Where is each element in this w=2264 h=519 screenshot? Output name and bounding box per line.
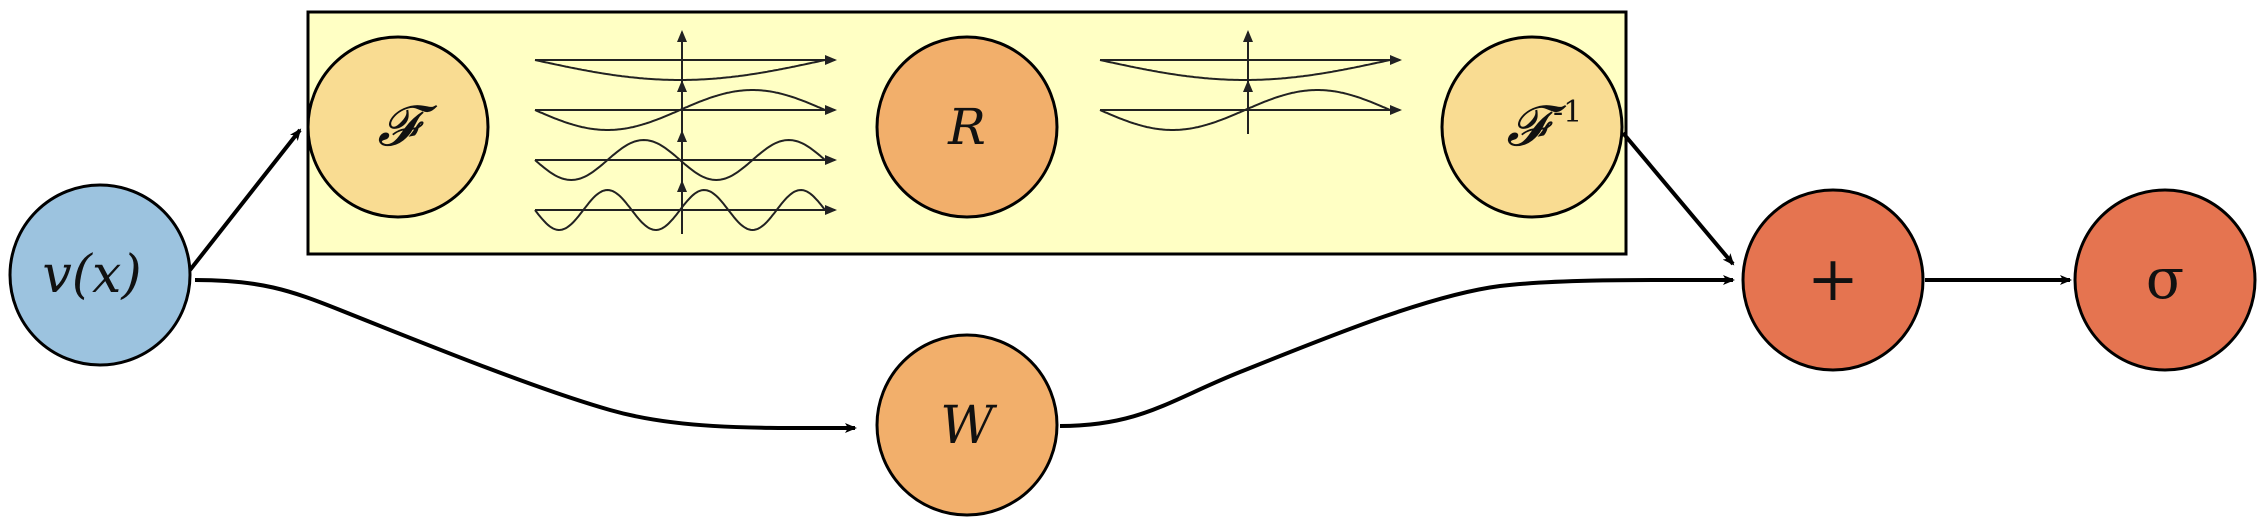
input-node-label: v(x) — [42, 245, 141, 305]
activation-node-label: σ — [2146, 247, 2184, 312]
wave-curve — [534, 138, 826, 182]
activation-node: σ — [2073, 188, 2257, 372]
wave-icon — [534, 130, 837, 184]
input-node: v(x) — [8, 183, 192, 367]
edge-input-to-fourier — [188, 128, 302, 272]
fourier-node: 𝓕 — [306, 35, 490, 219]
sum-node-label: + — [1807, 242, 1859, 315]
edge-inverse-to-sum — [1621, 131, 1735, 266]
spectral-weights-node-label: R — [947, 98, 986, 156]
filtered-modes-waves — [1099, 30, 1402, 134]
wave-curve — [1099, 89, 1391, 131]
inverse-fourier-node: 𝓕 -1 — [1440, 35, 1624, 219]
linear-transform-node: W — [875, 333, 1059, 517]
edge-input-to-linear — [194, 278, 857, 434]
wave-icon — [1099, 80, 1402, 134]
wave-icon — [534, 80, 837, 134]
inverse-fourier-superscript: -1 — [1553, 95, 1582, 130]
spectral-weights-node: R — [875, 35, 1059, 219]
wave-icon — [534, 180, 837, 234]
sum-node: + — [1741, 188, 1925, 372]
wave-curve — [534, 188, 826, 232]
linear-transform-node-label: W — [940, 396, 997, 456]
edge-linear-to-sum — [1059, 274, 1735, 428]
fourier-modes-waves — [534, 30, 837, 234]
wave-curve — [534, 89, 826, 131]
